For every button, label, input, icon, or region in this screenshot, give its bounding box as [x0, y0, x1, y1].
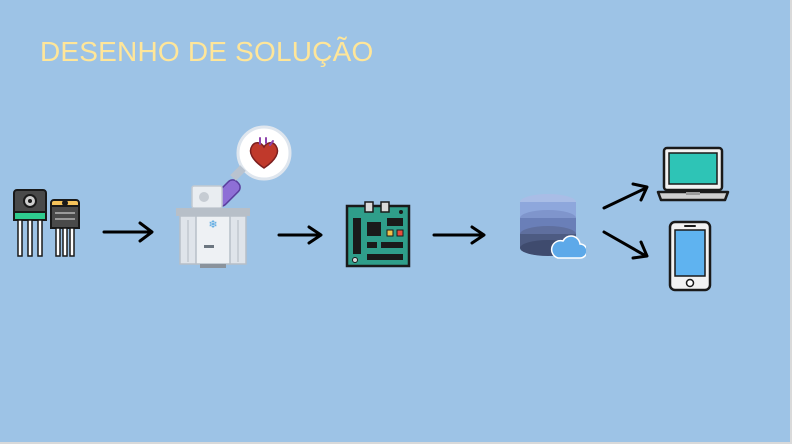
- svg-text:❄: ❄: [208, 218, 217, 231]
- circuit-board-icon: [345, 200, 411, 268]
- smartphone-icon: [667, 220, 713, 292]
- refrigerated-organ-storage-icon: ❄: [168, 124, 296, 272]
- cloud-database-icon: [518, 192, 586, 262]
- laptop-icon: [656, 146, 730, 206]
- flow-arrow-1: [102, 220, 156, 244]
- flow-arrow-3: [432, 224, 488, 246]
- sensor-transistor-icon: [12, 188, 84, 260]
- flow-arrow-to-phone: [600, 228, 652, 262]
- flow-arrow-2: [277, 224, 325, 246]
- flow-arrow-to-laptop: [600, 180, 652, 214]
- slide-title: DESENHO DE SOLUÇÃO: [40, 36, 374, 67]
